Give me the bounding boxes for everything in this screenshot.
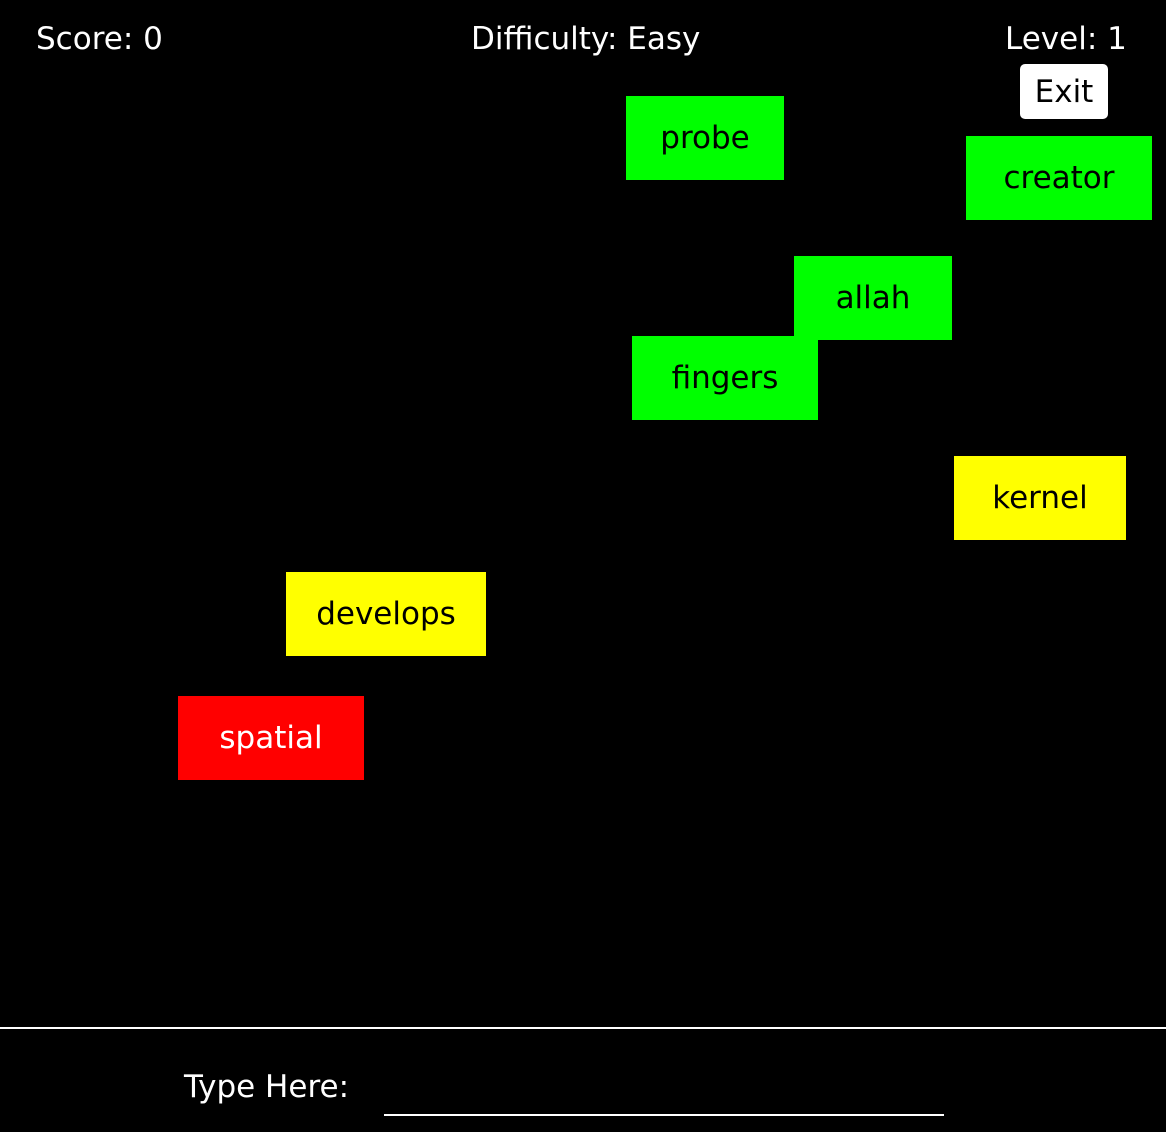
divider-line [0,1027,1166,1029]
word-tile-kernel: kernel [954,456,1126,540]
difficulty-display: Difficulty: Easy [471,21,701,57]
type-here-label: Type Here: [184,1069,350,1105]
word-tile-creator: creator [966,136,1152,220]
word-tile-develops: develops [286,572,486,656]
word-tile-probe: probe [626,96,784,180]
word-tile-fingers: fingers [632,336,818,420]
level-display: Level: 1 [1005,21,1127,57]
score-display: Score: 0 [36,21,163,57]
word-tile-spatial: spatial [178,696,364,780]
exit-button[interactable]: Exit [1020,64,1108,119]
type-here-input[interactable] [384,1066,944,1116]
word-tile-allah: allah [794,256,952,340]
